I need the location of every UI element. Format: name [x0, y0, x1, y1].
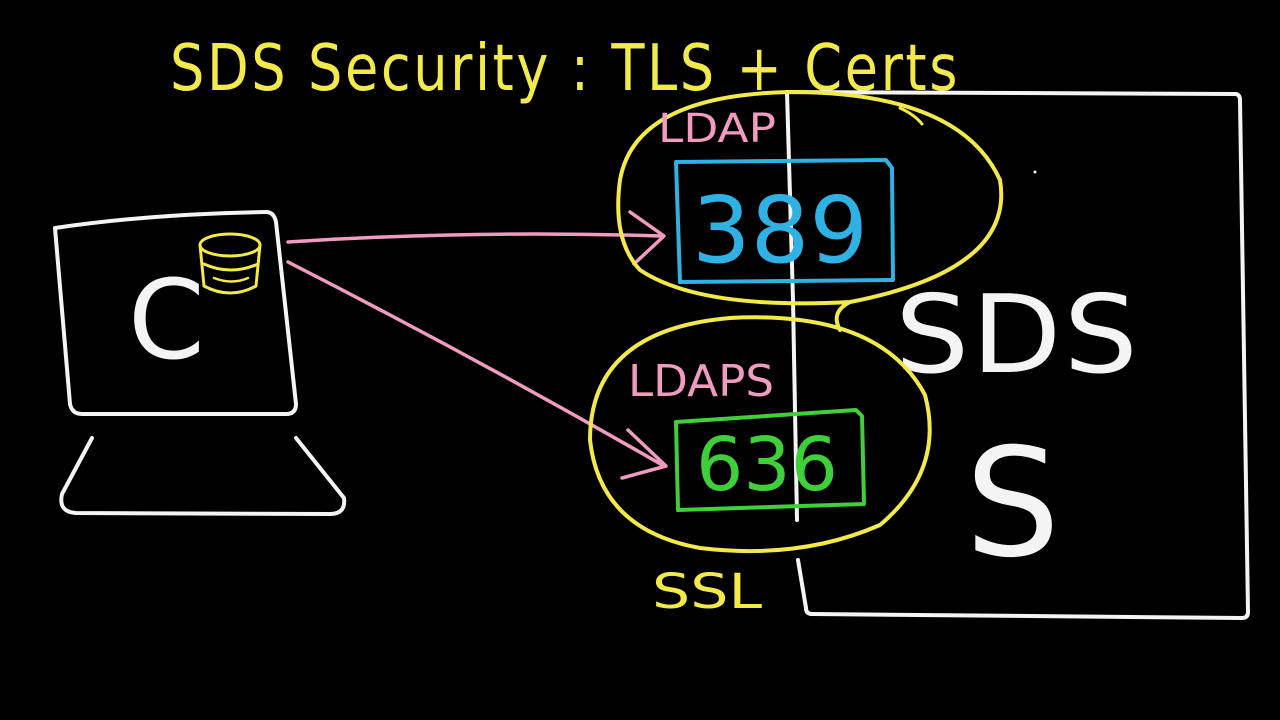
chalk-dot — [1033, 170, 1037, 174]
arrow-to-ldap — [286, 232, 664, 244]
ldap-port-box — [674, 158, 895, 284]
ldaps-label: LDAPS — [628, 356, 774, 407]
ldaps-port-box — [674, 408, 866, 512]
client-monitor — [53, 210, 298, 416]
ldap-port: 389 — [692, 177, 868, 284]
ldaps-port: 636 — [696, 422, 838, 508]
arrow-head-ldaps — [620, 428, 668, 480]
client-keyboard — [59, 436, 347, 516]
database-icon — [198, 232, 262, 295]
arrow-to-ldaps — [286, 260, 666, 468]
ldap-tick — [898, 106, 924, 126]
ldap-group: LDAP 389 — [616, 90, 1004, 332]
server-sublabel: S — [965, 417, 1060, 591]
ldaps-highlight-circle — [588, 315, 932, 554]
ldaps-caption: SSL — [652, 564, 762, 620]
ldap-label: LDAP — [658, 106, 776, 152]
client-label: C — [128, 256, 205, 384]
server-label: SDS — [895, 273, 1140, 398]
arrow-head-ldap — [628, 210, 666, 266]
ldaps-group: LDAPS 636 SSL — [588, 315, 932, 620]
server-box-outline — [785, 90, 1250, 620]
connection-arrows — [286, 210, 668, 480]
sds-server: SDS S — [785, 90, 1250, 620]
client-computer: C — [53, 210, 347, 516]
